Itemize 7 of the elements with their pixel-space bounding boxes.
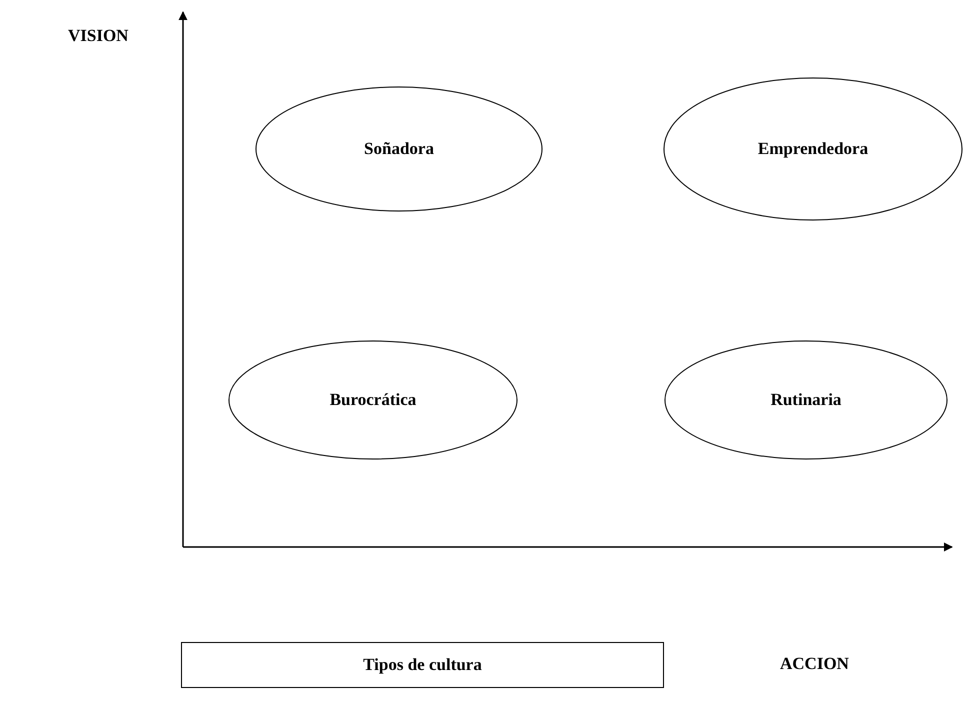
axis-label: VISION — [68, 26, 128, 46]
node-label: Soñadora — [364, 139, 434, 159]
node-label: Burocrática — [330, 390, 416, 410]
axis-label: ACCION — [780, 654, 849, 674]
node-label: Rutinaria — [770, 390, 842, 410]
node-label: Tipos de cultura — [363, 655, 482, 675]
node-label: Emprendedora — [758, 139, 868, 159]
